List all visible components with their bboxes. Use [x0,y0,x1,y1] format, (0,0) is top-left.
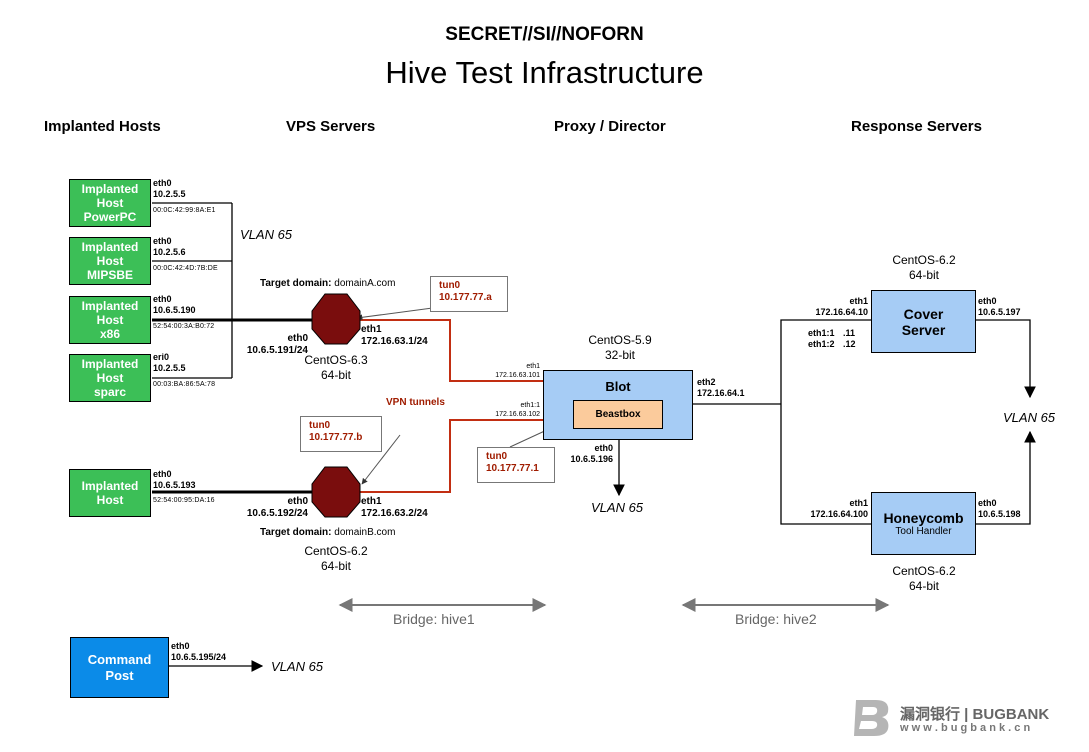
vps-b-target-domain: Target domain: domainB.com [260,527,396,538]
host-sparc-mac: 00:03:BA:86:5A:78 [153,381,216,388]
vps-a-node [311,293,361,345]
command-post[interactable]: Command Post [70,637,169,698]
host-label: sparc [93,385,127,399]
implanted-host-5[interactable]: Implanted Host [69,469,151,517]
host-label: Host [96,254,124,268]
honeycomb-server[interactable]: Honeycomb Tool Handler [871,492,976,555]
vlan-label-command: VLAN 65 [271,659,324,674]
cover-label: Cover [903,305,944,322]
blot-to-response-links [169,319,1036,672]
vps-a-target-domain: Target domain: domainA.com [260,278,396,289]
host-label: Host [96,196,124,210]
bugbank-logo-icon [854,700,889,736]
command-post-label: Post [105,667,134,683]
cover-aliases: eth1:1 .11 eth1:2 .12 [808,328,856,349]
implanted-host-sparc[interactable]: Implanted Host sparc [69,354,151,402]
host-mipsbe-mac: 00:0C:42:4D:7B:DE [153,265,218,272]
cover-server[interactable]: Cover Server [871,290,976,353]
honeycomb-sublabel: Tool Handler [895,526,952,537]
host-label: PowerPC [83,210,137,224]
host-label: Implanted [81,479,139,493]
vpn-tunnel-lines [356,319,543,493]
host-x86-mac: 52:54:00:3A:B0:72 [153,323,215,330]
bridge-hive1-label: Bridge: hive1 [393,611,475,627]
host-label: Implanted [81,240,139,254]
diagram-title: Hive Test Infrastructure [385,55,704,90]
host-label: Implanted [81,182,139,196]
bridge-hive2-label: Bridge: hive2 [735,611,817,627]
beastbox-label: Beastbox [595,409,641,420]
column-header-proxy: Proxy / Director [554,118,666,135]
vpn-tunnels-label: VPN tunnels [386,397,445,408]
implanted-host-links [152,202,233,379]
implanted-host-powerpc[interactable]: Implanted Host PowerPC [69,179,151,227]
blot-label: Blot [605,379,631,394]
beastbox[interactable]: Beastbox [573,400,663,429]
watermark-brand: 漏洞银行 | BUGBANK [900,706,1050,723]
host-label: MIPSBE [86,268,133,282]
host-label: x86 [99,327,121,341]
host-label: Host [96,493,124,507]
implanted-host-x86[interactable]: Implanted Host x86 [69,296,151,344]
command-post-label: Command [87,651,152,667]
vps-b-node [311,466,361,518]
host-5-mac: 52:54:00:95:DA:16 [153,497,215,504]
watermark-url: w w w . b u g b a n k . c n [900,722,1031,734]
host-label: Host [96,313,124,327]
vlan-label-blot: VLAN 65 [591,500,644,515]
host-label: Implanted [81,299,139,313]
classification-banner: SECRET//SI//NOFORN [445,24,644,45]
vlan-label-implanted: VLAN 65 [240,227,293,242]
host-powerpc-mac: 00:0C:42:99:8A:E1 [153,207,216,214]
column-header-vps: VPS Servers [286,118,376,135]
column-header-implanted: Implanted Hosts [44,118,161,135]
cover-label: Server [901,321,946,338]
column-header-response: Response Servers [851,118,982,135]
implanted-host-mipsbe[interactable]: Implanted Host MIPSBE [69,237,151,285]
honeycomb-label: Honeycomb [883,510,964,526]
host-label: Implanted [81,357,139,371]
host-label: Host [96,371,124,385]
vlan-label-response: VLAN 65 [1003,410,1056,425]
